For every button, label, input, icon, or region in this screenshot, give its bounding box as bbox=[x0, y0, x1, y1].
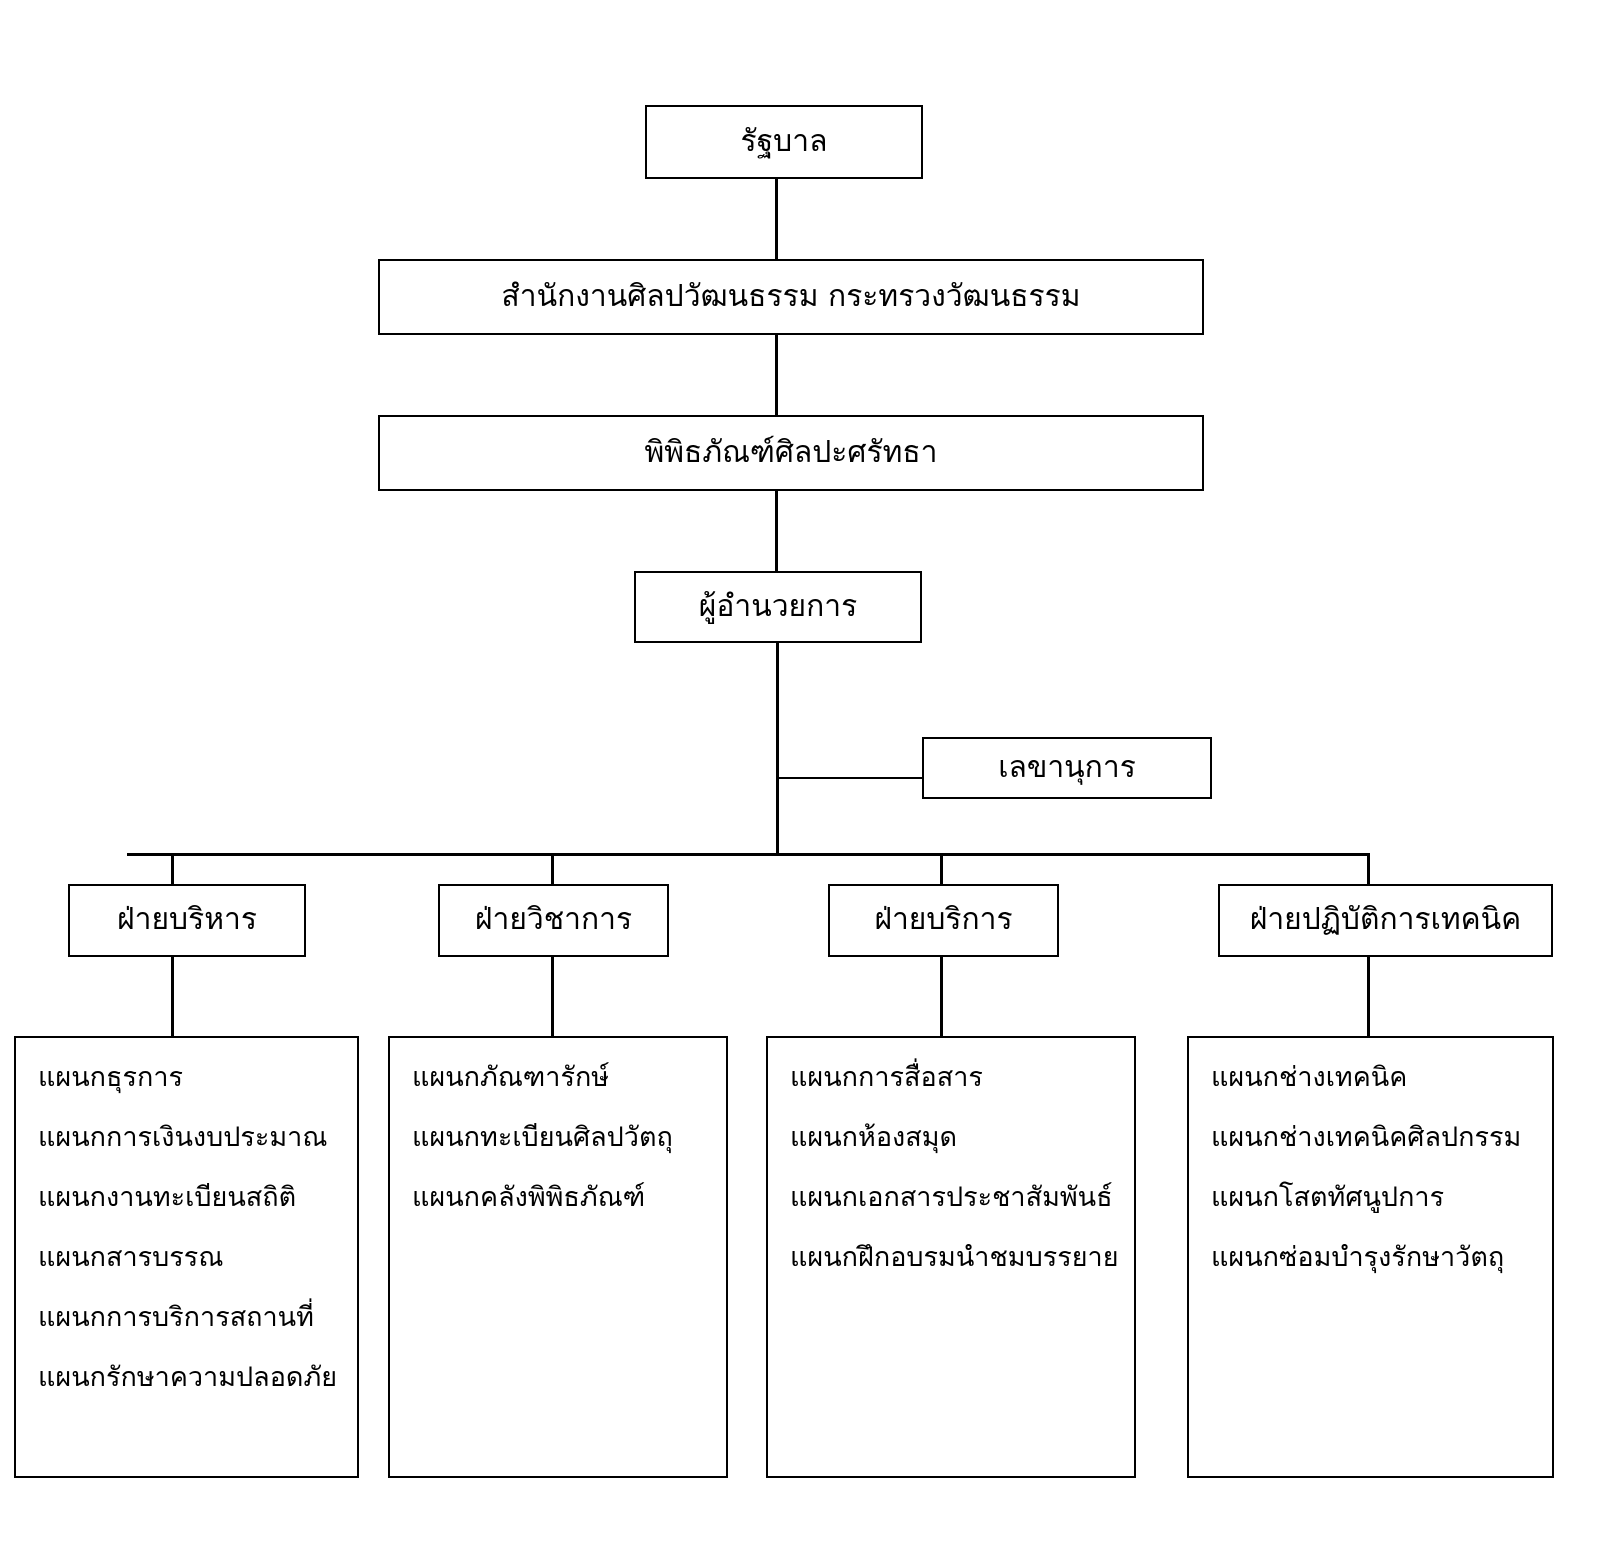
section-item: แผนกคลังพิพิธภัณฑ์ bbox=[412, 1182, 646, 1213]
department-label-4: ฝ่ายปฏิบัติการเทคนิค bbox=[1249, 902, 1522, 938]
connector-director-trunk bbox=[776, 643, 779, 855]
department-box-3[interactable]: ฝ่ายบริการ bbox=[828, 884, 1059, 957]
section-list-box-2: แผนกภัณฑารักษ์ แผนกทะเบียนศิลปวัตถุ แผนก… bbox=[388, 1036, 728, 1478]
node-director-label: ผู้อำนวยการ bbox=[698, 588, 858, 624]
department-box-1[interactable]: ฝ่ายบริหาร bbox=[68, 884, 306, 957]
node-secretary-label: เลขานุการ bbox=[998, 749, 1136, 785]
node-government-label: รัฐบาล bbox=[740, 123, 828, 159]
section-item: แผนกการบริการสถานที่ bbox=[38, 1302, 314, 1333]
department-box-4[interactable]: ฝ่ายปฏิบัติการเทคนิค bbox=[1218, 884, 1553, 957]
connector-department-2-to-sections bbox=[551, 957, 554, 1036]
connector-department-3-to-sections bbox=[940, 957, 943, 1036]
section-item: แผนกงานทะเบียนสถิติ bbox=[38, 1182, 297, 1213]
connector-department-1-to-sections bbox=[171, 957, 174, 1036]
node-government[interactable]: รัฐบาล bbox=[645, 105, 923, 179]
node-secretary[interactable]: เลขานุการ bbox=[922, 737, 1212, 799]
department-bus-line bbox=[127, 853, 1370, 856]
node-museum-label: พิพิธภัณฑ์ศิลปะศรัทธา bbox=[644, 434, 938, 470]
section-item: แผนกโสตทัศนูปการ bbox=[1211, 1182, 1445, 1213]
connector-ministry-to-museum bbox=[775, 335, 778, 415]
node-ministry-office[interactable]: สำนักงานศิลปวัฒนธรรม กระทรวงวัฒนธรรม bbox=[378, 259, 1204, 335]
section-item: แผนกทะเบียนศิลปวัตถุ bbox=[412, 1122, 673, 1153]
section-item: แผนกการสื่อสาร bbox=[790, 1062, 983, 1093]
section-item: แผนกรักษาความปลอดภัย bbox=[38, 1362, 338, 1393]
section-item: แผนกช่างเทคนิคศิลปกรรม bbox=[1211, 1122, 1522, 1153]
connector-bus-to-department-1 bbox=[171, 853, 174, 884]
section-item: แผนกธุรการ bbox=[38, 1062, 184, 1093]
connector-department-4-to-sections bbox=[1367, 957, 1370, 1036]
node-ministry-office-label: สำนักงานศิลปวัฒนธรรม กระทรวงวัฒนธรรม bbox=[501, 278, 1081, 314]
section-item: แผนกเอกสารประชาสัมพันธ์ bbox=[790, 1182, 1113, 1213]
section-item: แผนกซ่อมบำรุงรักษาวัตถุ bbox=[1211, 1242, 1505, 1273]
department-label-1: ฝ่ายบริหาร bbox=[117, 902, 257, 938]
section-item: แผนกห้องสมุด bbox=[790, 1122, 958, 1153]
department-box-2[interactable]: ฝ่ายวิชาการ bbox=[438, 884, 669, 957]
node-director[interactable]: ผู้อำนวยการ bbox=[634, 571, 922, 643]
section-list-box-4: แผนกช่างเทคนิค แผนกช่างเทคนิคศิลปกรรม แผ… bbox=[1187, 1036, 1554, 1478]
section-item: แผนกภัณฑารักษ์ bbox=[412, 1062, 610, 1093]
connector-government-to-ministry bbox=[775, 179, 778, 259]
connector-bus-to-department-3 bbox=[940, 853, 943, 884]
connector-bus-to-department-4 bbox=[1367, 853, 1370, 884]
section-item: แผนกสารบรรณ bbox=[38, 1242, 224, 1273]
connector-director-to-secretary bbox=[778, 777, 924, 779]
section-item: แผนกฝึกอบรมนำชมบรรยาย bbox=[790, 1242, 1119, 1273]
section-list-box-1: แผนกธุรการ แผนกการเงินงบประมาณ แผนกงานทะ… bbox=[14, 1036, 359, 1478]
section-item: แผนกการเงินงบประมาณ bbox=[38, 1122, 328, 1153]
section-list-box-3: แผนกการสื่อสาร แผนกห้องสมุด แผนกเอกสารปร… bbox=[766, 1036, 1136, 1478]
node-museum[interactable]: พิพิธภัณฑ์ศิลปะศรัทธา bbox=[378, 415, 1204, 491]
department-label-2: ฝ่ายวิชาการ bbox=[474, 902, 633, 938]
section-item: แผนกช่างเทคนิค bbox=[1211, 1062, 1408, 1093]
connector-bus-to-department-2 bbox=[551, 853, 554, 884]
connector-museum-to-director bbox=[775, 491, 778, 571]
department-label-3: ฝ่ายบริการ bbox=[874, 902, 1013, 938]
